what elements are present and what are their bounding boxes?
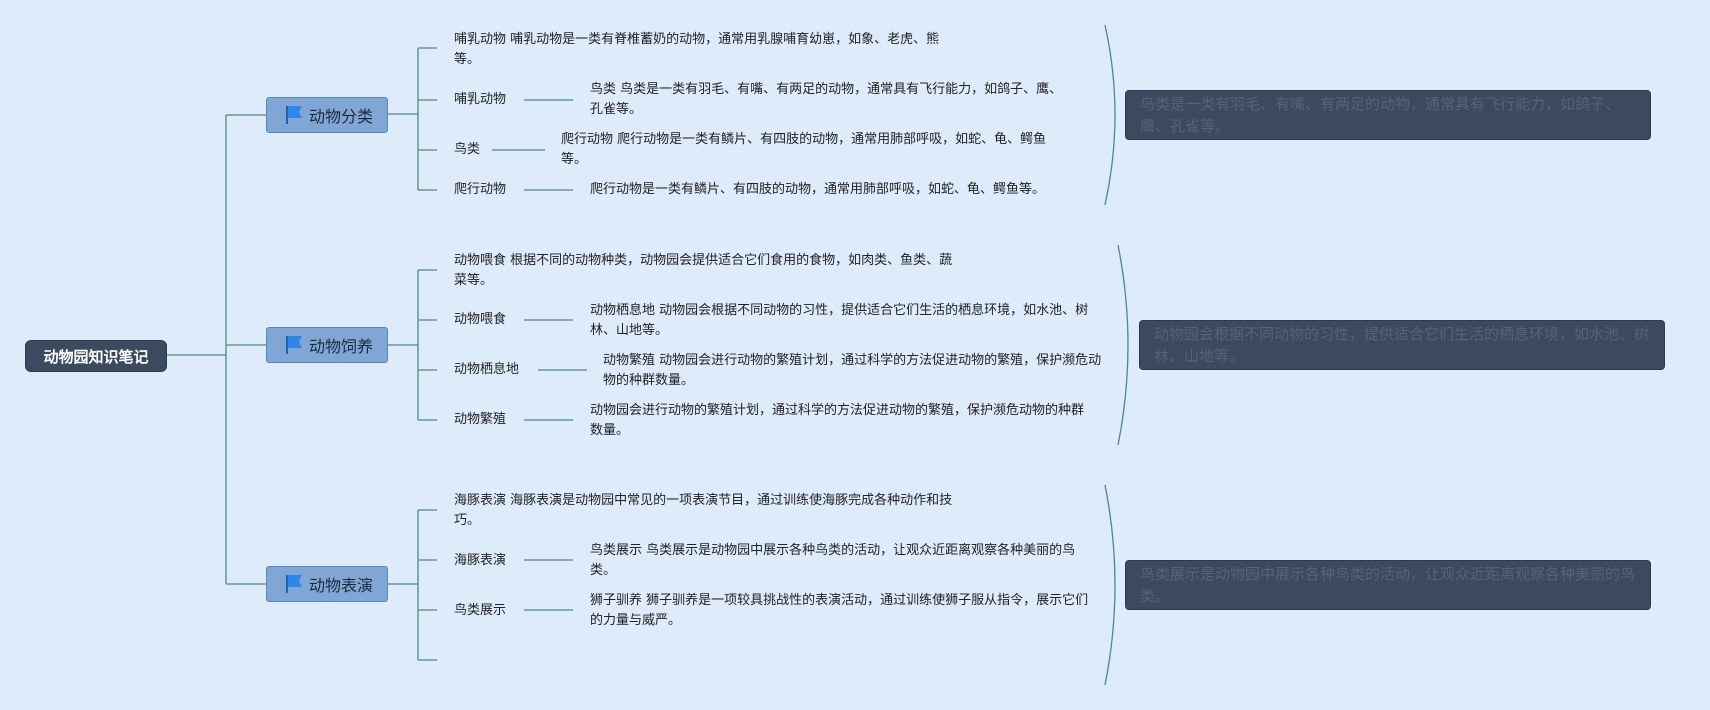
summary-box[interactable]: 鸟类展示是动物园中展示各种鸟类的活动，让观众近距离观察各种美丽的鸟类。 <box>1125 560 1651 610</box>
topic-name[interactable]: 爬行动物 <box>454 182 507 197</box>
topic-name[interactable]: 动物栖息地 <box>454 362 520 377</box>
topic-desc[interactable]: 爬行动物 爬行动物是一类有鳞片、有四肢的动物，通常用肺部呼吸，如蛇、龟、鳄鱼等。 <box>561 132 1047 167</box>
topic-desc[interactable]: 动物园会进行动物的繁殖计划，通过科学的方法促进动物的繁殖，保护濒危动物的种群数量… <box>590 403 1085 438</box>
topic-name[interactable]: 动物喂食 <box>454 312 507 327</box>
topic-name[interactable]: 哺乳动物 <box>454 92 507 107</box>
flag-icon <box>285 575 303 593</box>
topic-desc[interactable]: 狮子驯养 狮子驯养是一项较具挑战性的表演活动，通过训练使狮子服从指令，展示它们的… <box>590 593 1089 628</box>
topic-desc[interactable]: 鸟类展示 鸟类展示是动物园中展示各种鸟类的活动，让观众近距离观察各种美丽的鸟类。 <box>590 543 1076 578</box>
topic-desc[interactable]: 动物繁殖 动物园会进行动物的繁殖计划，通过科学的方法促进动物的繁殖，保护濒危动物… <box>603 353 1102 388</box>
root-node[interactable]: 动物园知识笔记 <box>25 340 167 372</box>
summary-box[interactable]: 鸟类是一类有羽毛、有嘴、有两足的动物，通常具有飞行能力，如鸽子、鹰、孔雀等。 <box>1125 90 1651 140</box>
branch-label: 动物分类 <box>309 107 374 126</box>
flag-icon <box>285 336 303 354</box>
branch-label: 动物表演 <box>309 576 374 595</box>
topic-name[interactable]: 鸟类展示 <box>454 603 507 618</box>
topic-intro[interactable]: 海豚表演 海豚表演是动物园中常见的一项表演节目，通过训练使海豚完成各种动作和技巧… <box>454 493 953 528</box>
topic-desc[interactable]: 鸟类 鸟类是一类有羽毛、有嘴、有两足的动物，通常具有飞行能力，如鸽子、鹰、孔雀等… <box>590 82 1063 117</box>
branch-animal-classification[interactable]: 动物分类 <box>266 97 388 133</box>
branch-animal-care[interactable]: 动物饲养 <box>266 327 388 363</box>
topic-intro[interactable]: 动物喂食 根据不同的动物种类，动物园会提供适合它们食用的食物，如肉类、鱼类、蔬菜… <box>454 253 953 288</box>
summary-box[interactable]: 动物园会根据不同动物的习性，提供适合它们生活的栖息环境，如水池、树林、山地等。 <box>1139 320 1665 370</box>
topic-name[interactable]: 鸟类 <box>454 142 481 157</box>
topic-name[interactable]: 海豚表演 <box>454 553 507 568</box>
topic-desc[interactable]: 爬行动物是一类有鳞片、有四肢的动物，通常用肺部呼吸，如蛇、龟、鳄鱼等。 <box>590 182 1046 197</box>
flag-icon <box>285 106 303 124</box>
topic-name[interactable]: 动物繁殖 <box>454 412 507 427</box>
topic-desc[interactable]: 动物栖息地 动物园会根据不同动物的习性，提供适合它们生活的栖息环境，如水池、树林… <box>590 303 1089 338</box>
topic-intro[interactable]: 哺乳动物 哺乳动物是一类有脊椎蓄奶的动物，通常用乳腺哺育幼崽，如象、老虎、熊等。 <box>454 32 940 67</box>
branch-animal-shows[interactable]: 动物表演 <box>266 566 388 602</box>
branch-label: 动物饲养 <box>309 337 374 356</box>
